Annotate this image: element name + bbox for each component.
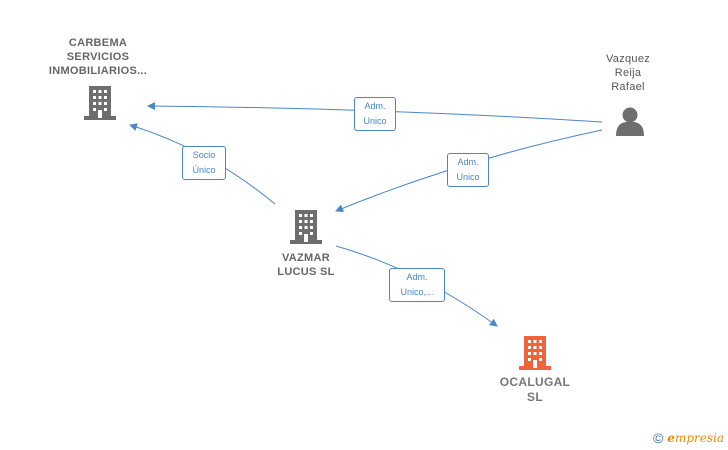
- empresia-logo: empresia: [667, 431, 724, 445]
- node-label-vazmar: VAZMAR LUCUS SL: [277, 252, 335, 278]
- edge-label-vazmar-ocalugal: Adm. Unico,...: [389, 268, 445, 302]
- edge-label-vazmar-carbema: Socio Único: [182, 146, 226, 180]
- node-label-carbema: CARBEMA SERVICIOS INMOBILIARIOS...: [48, 37, 148, 77]
- footer-watermark: © empresia: [653, 430, 724, 446]
- person-icon[interactable]: [615, 106, 645, 136]
- edge-label-vazquez-carbema: Adm. Unico: [354, 97, 396, 131]
- edge-label-vazquez-vazmar: Adm. Unico: [447, 153, 489, 187]
- building-icon[interactable]: [290, 210, 322, 244]
- building-icon[interactable]: [84, 86, 116, 120]
- copyright-symbol: ©: [652, 430, 664, 446]
- node-label-vazquez: Vazquez Reija Rafael: [605, 53, 651, 93]
- node-label-ocalugal: OCALUGAL SL: [499, 375, 571, 404]
- building-icon-highlight[interactable]: [519, 336, 551, 370]
